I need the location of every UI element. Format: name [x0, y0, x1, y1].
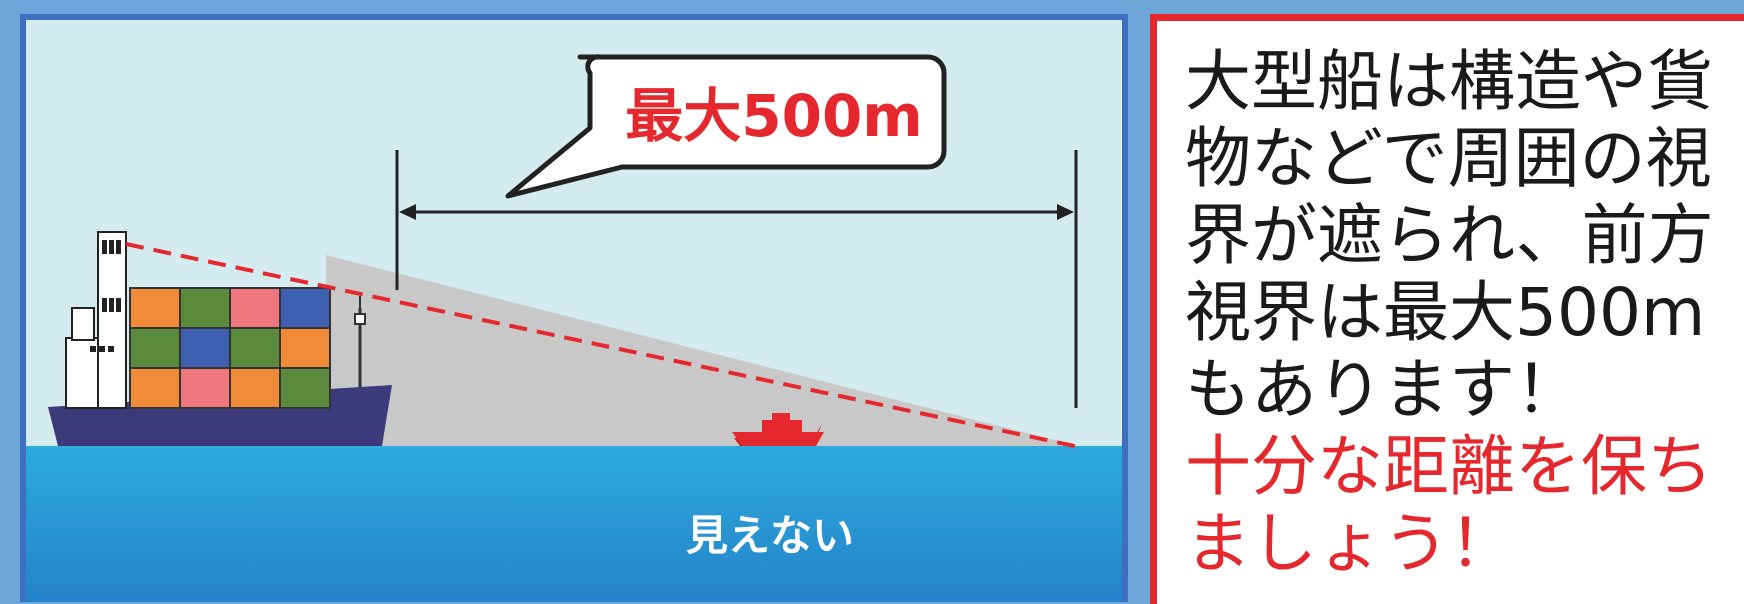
note-line: 物などで周囲の視 [1185, 120, 1712, 197]
note-line: 視界は最大500m [1185, 274, 1706, 351]
warning-line: ましょう！ [1185, 505, 1515, 582]
sea [26, 446, 1122, 602]
explanation-panel: 大型船は構造や貨 物などで周囲の視 界が遮られ、前方 視界は最大500m もあり… [1150, 14, 1744, 604]
note-line: 界が遮られ、前方 [1185, 197, 1714, 274]
small-boat-icon [732, 413, 824, 446]
sightline [125, 242, 1085, 450]
max-distance-label: 最大500m [625, 82, 923, 150]
warning-line: 十分な距離を保ち [1185, 428, 1713, 505]
cargo-ship-icon [48, 231, 392, 446]
diagram-canvas [26, 20, 1122, 602]
note-line: 大型船は構造や貨 [1185, 43, 1713, 120]
blind-spot-diagram: 最大500m 見えない [20, 14, 1128, 602]
blind-zone [326, 255, 1086, 448]
hidden-zone-label: 見えない [686, 511, 855, 560]
callout-bubble [505, 54, 947, 199]
distance-marker [395, 150, 1078, 408]
note-line: もあります！ [1185, 351, 1581, 428]
